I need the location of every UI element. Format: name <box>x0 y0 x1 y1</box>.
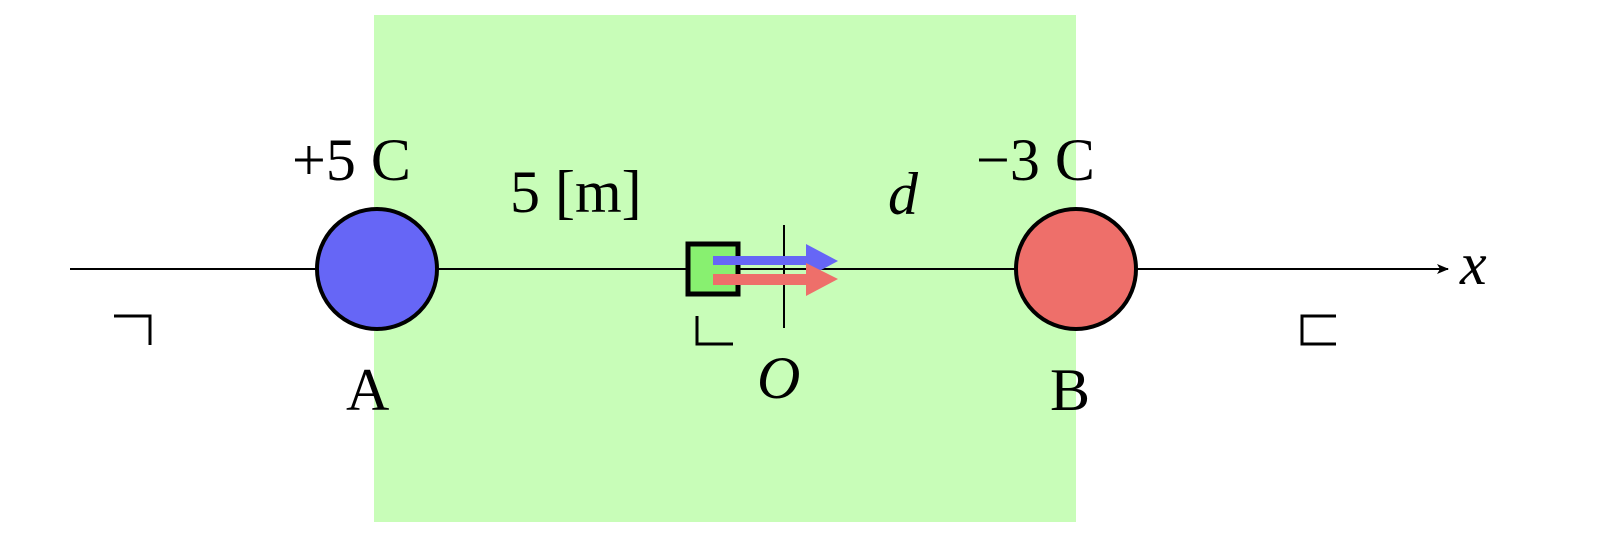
right-bracket-mark <box>1300 314 1336 346</box>
distance-value-label: 5 [m] <box>510 159 642 225</box>
point-b-label: B <box>1050 357 1090 423</box>
origin-label: O <box>757 345 800 411</box>
point-a-label: A <box>346 357 389 423</box>
test-charge-bracket-mark <box>695 316 733 346</box>
distance-symbol-label: d <box>888 161 919 227</box>
charge-a-value-label: +5 C <box>292 127 411 193</box>
test-charge-square <box>685 241 741 297</box>
force-arrow-red <box>713 263 838 296</box>
left-bracket-mark <box>114 314 152 345</box>
charge-b-circle <box>1014 207 1138 331</box>
axis-x-label: x <box>1459 231 1487 297</box>
charge-b-value-label: −3 C <box>976 127 1095 193</box>
charge-a-circle <box>315 207 439 331</box>
